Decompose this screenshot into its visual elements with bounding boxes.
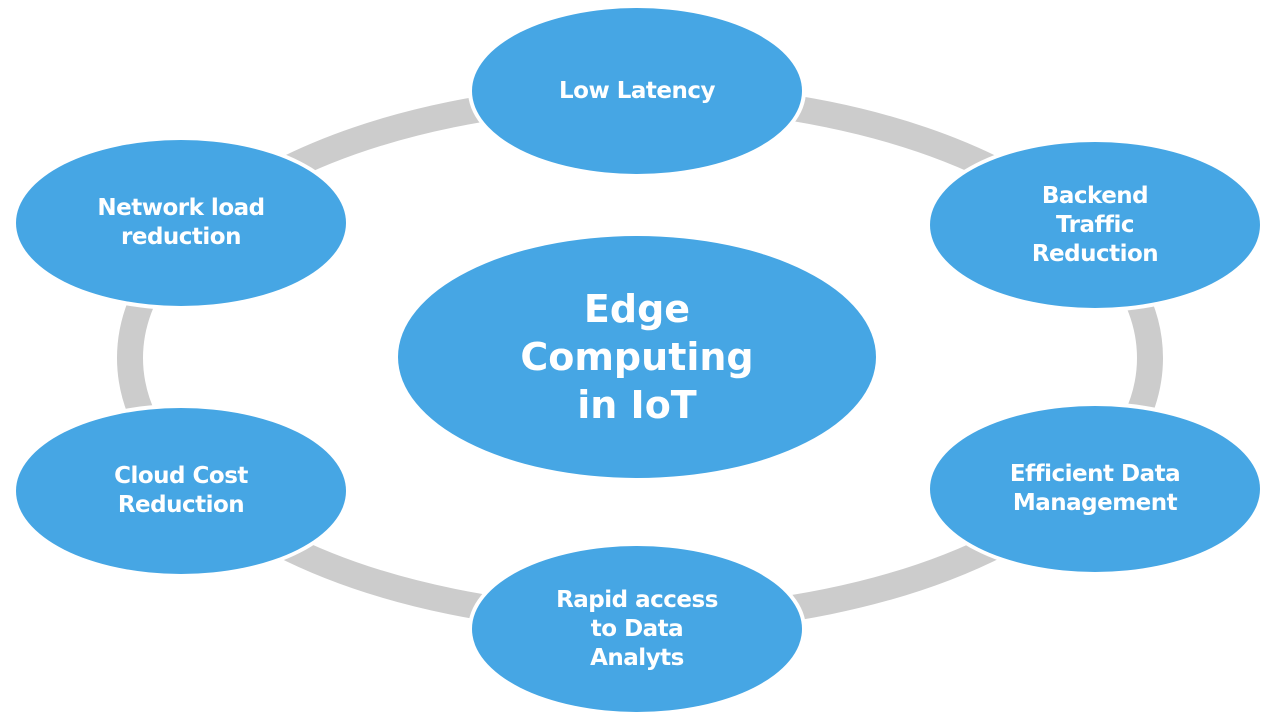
- node-label: Low Latency: [559, 77, 715, 104]
- node-cloud-cost-reduction: Cloud Cost Reduction: [16, 408, 346, 574]
- node-label: Efficient Data Management: [1009, 461, 1181, 516]
- node-label: Cloud Cost Reduction: [114, 463, 248, 518]
- center-label: Edge Computing in IoT: [520, 287, 754, 427]
- node-label: Network load reduction: [97, 195, 265, 250]
- node-label: Backend Traffic Reduction: [1031, 182, 1159, 267]
- node-network-load-reduction: Network load reduction: [16, 140, 346, 306]
- node-label: Rapid access to Data Analyts: [556, 586, 718, 671]
- center-node-edge-computing-iot: Edge Computing in IoT: [398, 236, 876, 478]
- node-backend-traffic-reduction: Backend Traffic Reduction: [930, 142, 1260, 308]
- node-efficient-data-management: Efficient Data Management: [930, 406, 1260, 572]
- node-low-latency: Low Latency: [472, 8, 802, 174]
- node-rapid-access-data-analytics: Rapid access to Data Analyts: [472, 546, 802, 712]
